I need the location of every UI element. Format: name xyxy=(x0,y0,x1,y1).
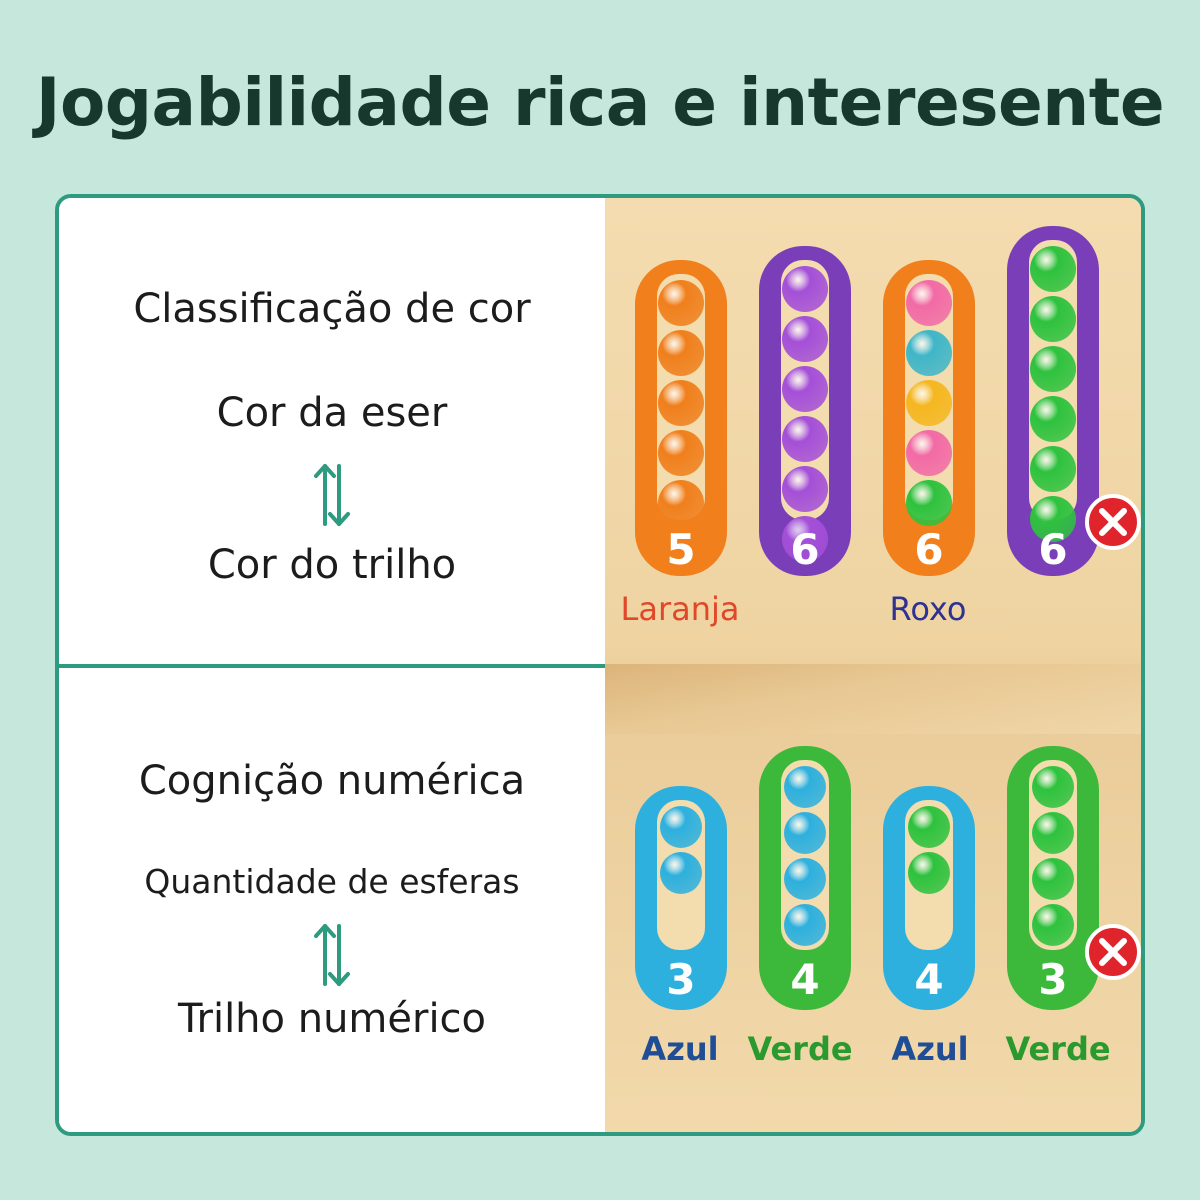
bead xyxy=(784,766,826,808)
bead xyxy=(906,380,952,426)
rod-number: 6 xyxy=(914,525,943,574)
bead xyxy=(660,806,702,848)
up-down-arrows-icon xyxy=(314,924,350,986)
content-card: Classificação de cor Cor da eser Cor do … xyxy=(55,194,1145,1136)
bead xyxy=(658,380,704,426)
bottom-title: Cognição numérica xyxy=(138,758,526,804)
bead xyxy=(784,858,826,900)
page-title: Jogabilidade rica e interesente xyxy=(35,64,1165,141)
bead xyxy=(658,430,704,476)
rod-number: 4 xyxy=(914,955,943,1004)
bead xyxy=(784,904,826,946)
bead-board: 5 6 6 6 3 4 4 3 xyxy=(635,226,1141,1010)
bottom-line1: Quantidade de esferas xyxy=(144,862,520,901)
rod-label-roxo: Roxo xyxy=(889,590,967,628)
bead xyxy=(1030,496,1076,542)
bead xyxy=(906,430,952,476)
bead xyxy=(906,330,952,376)
rod-slot xyxy=(1029,760,1077,950)
bead xyxy=(784,812,826,854)
bead xyxy=(782,416,828,462)
illustration-column: 5 6 6 6 3 4 4 3 Laranja Roxo Azul Verde Azul Ve… xyxy=(605,198,1141,1132)
bead xyxy=(1030,346,1076,392)
wood-plank xyxy=(605,664,1141,734)
top-line2: Cor do trilho xyxy=(207,542,457,588)
bead xyxy=(906,280,952,326)
bead xyxy=(1032,812,1074,854)
bead xyxy=(908,806,950,848)
bead xyxy=(1030,396,1076,442)
rod-number: 6 xyxy=(1038,525,1067,574)
rod-label-azul: Azul xyxy=(641,1030,719,1068)
description-column: Classificação de cor Cor da eser Cor do … xyxy=(59,198,605,1132)
rod-number: 6 xyxy=(790,525,819,574)
bead xyxy=(908,852,950,894)
rod-number: 5 xyxy=(666,525,695,574)
bead xyxy=(782,366,828,412)
bead xyxy=(1032,766,1074,808)
bead xyxy=(658,280,704,326)
bead xyxy=(1032,904,1074,946)
rod-number: 4 xyxy=(790,955,819,1004)
bead xyxy=(658,480,704,526)
bead xyxy=(782,316,828,362)
top-line1: Cor da eser xyxy=(216,390,448,436)
rod-label-laranja: Laranja xyxy=(620,590,740,628)
bead xyxy=(906,480,952,526)
rod-label-verde: Verde xyxy=(747,1030,853,1068)
bead xyxy=(782,266,828,312)
bead xyxy=(1030,296,1076,342)
rod-label-verde: Verde xyxy=(1005,1030,1111,1068)
red-x-icon xyxy=(1099,508,1127,536)
rod-number: 3 xyxy=(1038,955,1067,1004)
bead xyxy=(1032,858,1074,900)
bead xyxy=(782,466,828,512)
bead xyxy=(1030,246,1076,292)
bead xyxy=(1030,446,1076,492)
rod-label-azul: Azul xyxy=(891,1030,969,1068)
top-title: Classificação de cor xyxy=(133,286,531,332)
bottom-line2: Trilho numérico xyxy=(177,996,487,1042)
bead xyxy=(782,516,828,562)
bead xyxy=(658,330,704,376)
up-down-arrows-icon xyxy=(314,464,350,526)
rod-slot xyxy=(781,760,829,950)
bead xyxy=(660,852,702,894)
panel-divider xyxy=(59,664,605,668)
rod-number: 3 xyxy=(666,955,695,1004)
red-x-icon xyxy=(1099,938,1127,966)
